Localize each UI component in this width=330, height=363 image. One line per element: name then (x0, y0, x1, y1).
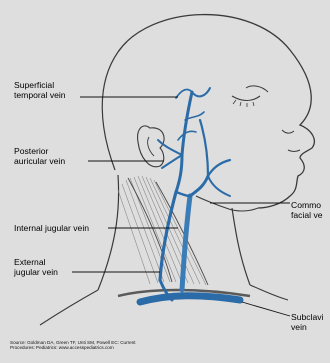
head-outline (118, 15, 314, 208)
label-common-facial-vein: Commo facial ve (291, 200, 323, 220)
vein-network (140, 88, 240, 302)
label-superficial-temporal-vein: Superficial temporal vein (14, 80, 66, 100)
label-posterior-auricular-vein: Posterior auricular vein (14, 146, 65, 166)
label-external-jugular-vein: External jugular vein (14, 257, 58, 277)
label-subclavian-vein: Subclavi vein (291, 312, 323, 332)
leader-subclavian (242, 302, 290, 316)
source-credit: Source: Goldman DA, Green TF, Unti SM, P… (10, 340, 136, 351)
posterior-auricular-vein (158, 140, 182, 155)
neck-front-outline (232, 208, 250, 285)
neck-back-outline (98, 175, 119, 290)
skull-outline (102, 52, 118, 170)
retromandibular-vein (176, 155, 182, 192)
source-credit-line-2: Procedures: Pediatrics: www.accesspediat… (10, 345, 136, 350)
superficial-temporal-vein (182, 92, 192, 155)
jaw-outline (196, 196, 258, 211)
common-facial-vein (190, 176, 208, 196)
label-internal-jugular-vein: Internal jugular vein (14, 223, 89, 233)
subclavian-vein (140, 296, 240, 302)
eye-outline (232, 96, 260, 101)
